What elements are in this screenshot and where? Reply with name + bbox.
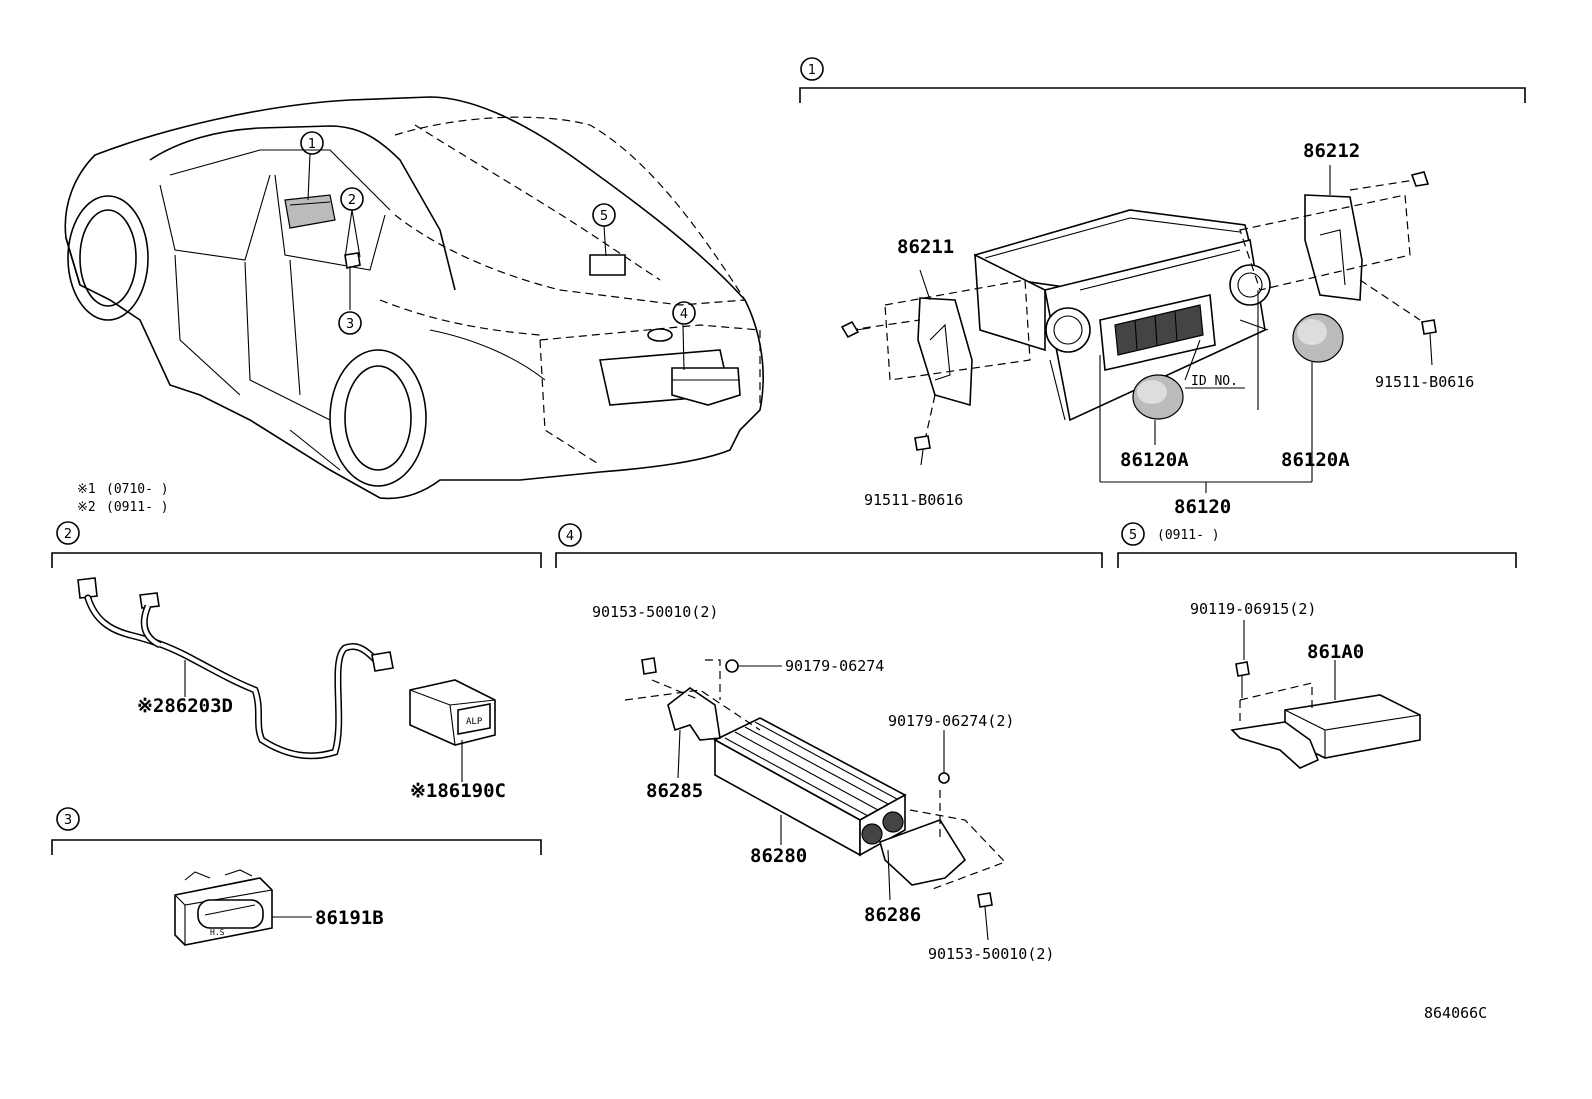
label-86285: 86285 — [646, 780, 703, 802]
car-callout-2-text: 2 — [348, 193, 356, 208]
group-4-number: 4 — [566, 529, 574, 544]
label-90179-b: 90179-06274(2) — [888, 712, 1014, 730]
car-overview: 1 2 3 4 5 — [64, 96, 764, 500]
group-5-callout — [1121, 522, 1145, 546]
car-callout-3-text: 3 — [346, 317, 354, 332]
group-1-number: 1 — [808, 63, 816, 78]
label-86211: 86211 — [897, 236, 954, 258]
label-91511-left: 91511-B0616 — [864, 491, 963, 509]
group-2-number: 2 — [64, 527, 72, 542]
group-1-callout — [800, 57, 824, 81]
car-callout-1 — [300, 131, 324, 155]
group-3-number: 3 — [64, 813, 72, 828]
label-861a0: 861A0 — [1307, 641, 1364, 663]
label-86190c: ※186190C — [410, 780, 506, 802]
label-90153-bottom: 90153-50010(2) — [928, 945, 1054, 963]
label-86191b: 86191B — [315, 907, 384, 929]
group-3-bracket — [51, 839, 542, 855]
group-1-head-unit: 1 ID NO. — [799, 57, 1526, 518]
label-86120a-left: 86120A — [1120, 449, 1189, 471]
car-callout-2 — [340, 187, 364, 211]
group-4-amplifier: 4 90153-50010(2) 90179-06274 90179-06274… — [555, 523, 1103, 963]
label-91511-right: 91511-B0616 — [1375, 373, 1474, 391]
footnote-1-mark: ※1 — [77, 482, 96, 497]
group-4-callout — [558, 523, 582, 547]
label-90153-top: 90153-50010(2) — [592, 603, 718, 621]
label-86280: 86280 — [750, 845, 807, 867]
label-90119: 90119-06915(2) — [1190, 600, 1316, 618]
car-callout-5-text: 5 — [600, 209, 608, 224]
car-callout-4-text: 4 — [680, 307, 688, 322]
group-3-switch: 3 H.S 86191B — [51, 807, 542, 946]
group-2-callout — [56, 521, 80, 545]
diagram-id: 864066C — [1424, 1004, 1487, 1022]
footnote-2-mark: ※2 — [77, 500, 96, 515]
group-5-module: 5 (0911- ) 90119-06915(2) 861A0 — [1117, 522, 1517, 769]
footnote-2-range: (0911- ) — [106, 500, 169, 515]
group-2-bracket — [51, 552, 542, 568]
group-2-harness: 2 ALP ※286203D ※186190C — [51, 521, 542, 802]
label-86286: 86286 — [864, 904, 921, 926]
group-3-callout — [56, 807, 80, 831]
group-5-bracket — [1117, 552, 1517, 568]
id-no-label: ID NO. — [1191, 374, 1238, 389]
car-callout-3 — [338, 311, 362, 335]
group-4-bracket — [555, 552, 1103, 568]
car-callout-1-text: 1 — [308, 137, 316, 152]
group-1-bracket — [799, 87, 1526, 103]
label-90179-a: 90179-06274 — [785, 657, 884, 675]
group-5-range: (0911- ) — [1157, 528, 1220, 543]
car-callout-4 — [672, 301, 696, 325]
group-5-number: 5 — [1129, 528, 1137, 543]
label-86120: 86120 — [1174, 496, 1231, 518]
label-86212: 86212 — [1303, 140, 1360, 162]
car-callout-5 — [592, 203, 616, 227]
label-86203d: ※286203D — [137, 695, 233, 717]
alp-switch-label: ALP — [466, 717, 483, 727]
h-switch-label: H.S — [210, 928, 225, 937]
label-86120a-right: 86120A — [1281, 449, 1350, 471]
footnote-1-range: (0710- ) — [106, 482, 169, 497]
